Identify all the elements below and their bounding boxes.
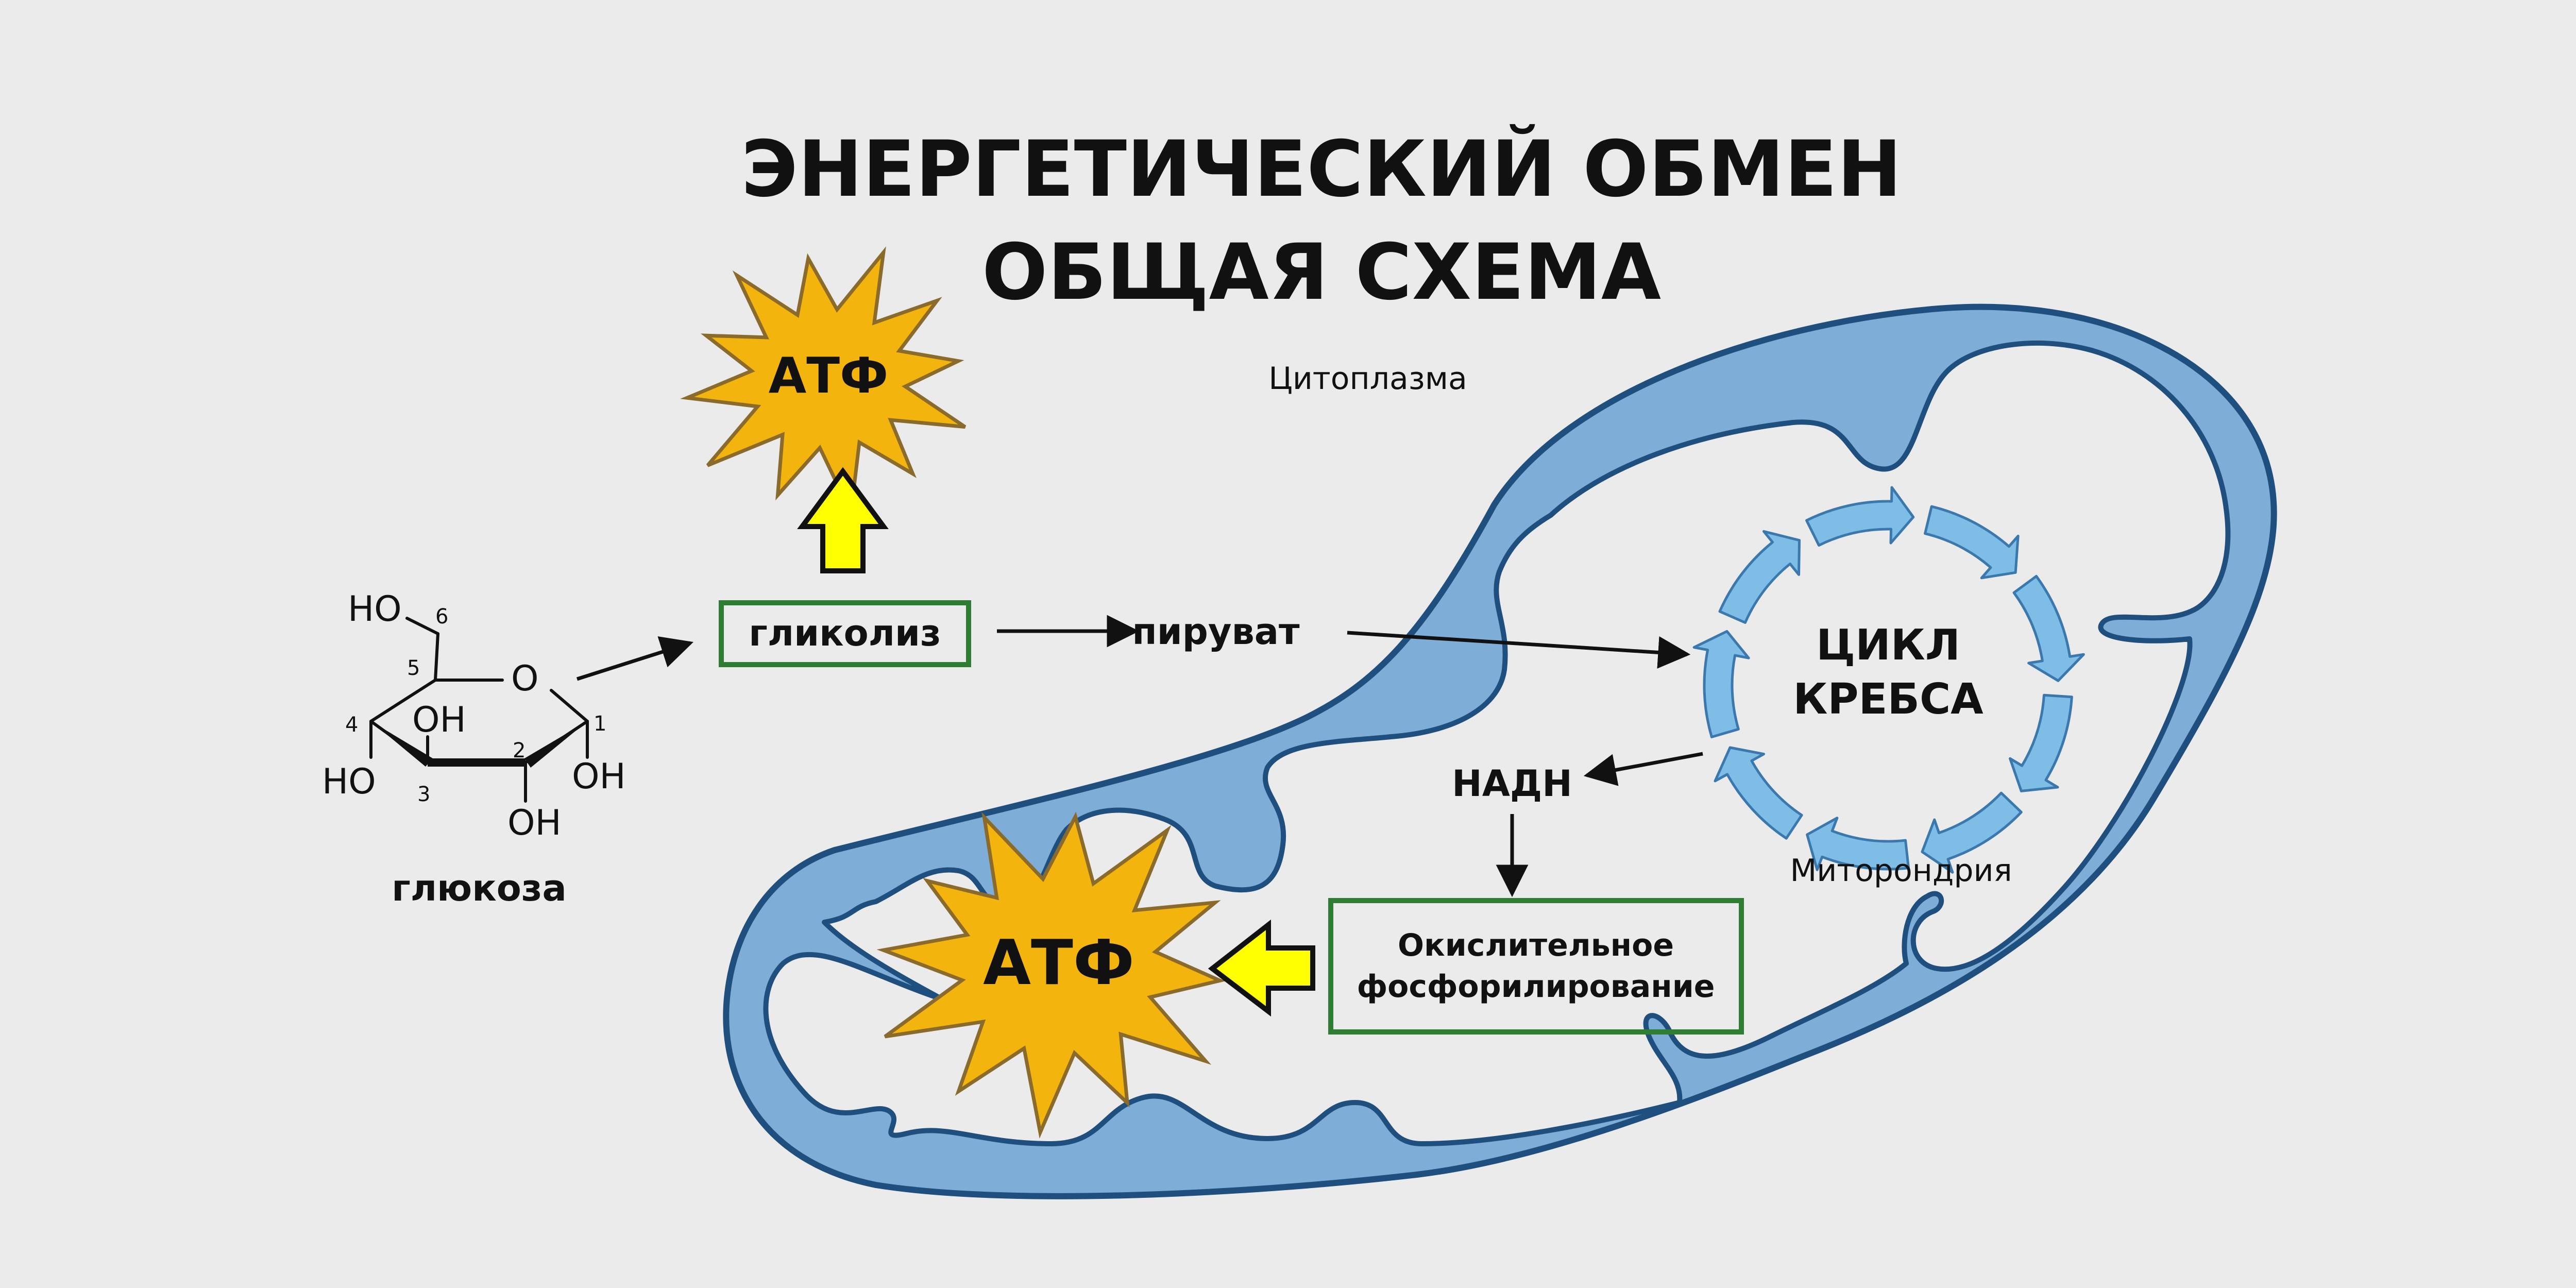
glucose-group-ho-c4: HO: [322, 761, 376, 802]
glucose-group-ho-top: HO: [348, 589, 402, 630]
carbon-number-1: 1: [594, 712, 606, 736]
krebs-cycle-arrows: [1692, 486, 2085, 874]
yellow-arrow-left-icon: [1208, 919, 1315, 1017]
title-line-2: ОБЩАЯ СХЕМА: [982, 228, 1661, 317]
carbon-number-6: 6: [435, 605, 448, 629]
krebs-arrow-segment: [1921, 791, 2023, 874]
bond-c5-c4: [369, 679, 437, 723]
glucose-group-oh-c1: OH: [572, 756, 626, 797]
bond-c3-c2-bold: [428, 758, 526, 767]
bond-c4-c3-wedge: [371, 721, 433, 767]
oxphos-label-line-2: фосфорилирование: [1357, 969, 1715, 1005]
glycolysis-box: [719, 600, 971, 667]
atp-burst-bottom-shape: [876, 811, 1226, 1139]
mitochondrion-label: Миторондрия: [1790, 853, 2012, 889]
yellow-arrow-up-icon: [797, 467, 889, 573]
krebs-arrow-segment: [1718, 530, 1801, 624]
atp-burst-top-shape: [680, 246, 967, 519]
atp-burst-top: АТФ: [680, 246, 967, 519]
krebs-arrow-segment: [1692, 630, 1750, 738]
krebs-arrow-segment: [1805, 486, 1915, 547]
glucose-structure: [369, 617, 589, 803]
krebs-arrow-segment: [2009, 693, 2073, 792]
glucose-group-oh-c2: OH: [507, 803, 562, 843]
krebs-label-line-2: КРЕБСА: [1793, 675, 1984, 724]
atp-top-label: АТФ: [769, 348, 889, 404]
glycolysis-label: гликолиз: [749, 612, 941, 654]
atp-burst-bottom: АТФ: [876, 811, 1226, 1139]
glucose-label: глюкоза: [392, 867, 566, 909]
arrow-krebs-to-nadh: [1583, 752, 1703, 786]
krebs-arrow-segment: [1714, 746, 1803, 840]
arrow-pyruvate-to-krebs: [1347, 631, 1691, 669]
krebs-label-line-1: ЦИКЛ: [1816, 621, 1960, 670]
oxidative-phosphorylation-box: [1328, 898, 1744, 1035]
bond-o-c1: [550, 689, 589, 723]
pyruvate-label: пируват: [1132, 611, 1300, 653]
krebs-arrow-segment: [1924, 505, 2020, 580]
krebs-arrow-segment: [2012, 574, 2085, 682]
title-line-1: ЭНЕРГЕТИЧЕСКИЙ ОБМЕН: [741, 124, 1902, 214]
bond-c5-c6: [434, 632, 439, 682]
arrow-glucose-to-glycolysis: [576, 636, 694, 681]
glucose-group-oh-c3: OH: [412, 700, 466, 740]
carbon-number-2: 2: [513, 739, 526, 762]
bond-c1-c2-wedge: [524, 721, 587, 768]
krebs-arrow-segment: [1806, 817, 1910, 871]
cytoplasm-label: Цитоплазма: [1268, 361, 1467, 397]
carbon-number-5: 5: [407, 656, 420, 680]
carbon-number-4: 4: [345, 713, 358, 737]
atp-bottom-label: АТФ: [983, 927, 1134, 999]
oxphos-label-line-1: Окислительное: [1398, 927, 1674, 963]
glucose-ring-oxygen: O: [511, 658, 539, 699]
bond-c6-oh: [405, 617, 439, 635]
nadh-label: НАДН: [1452, 762, 1572, 805]
carbon-number-3: 3: [417, 783, 430, 806]
